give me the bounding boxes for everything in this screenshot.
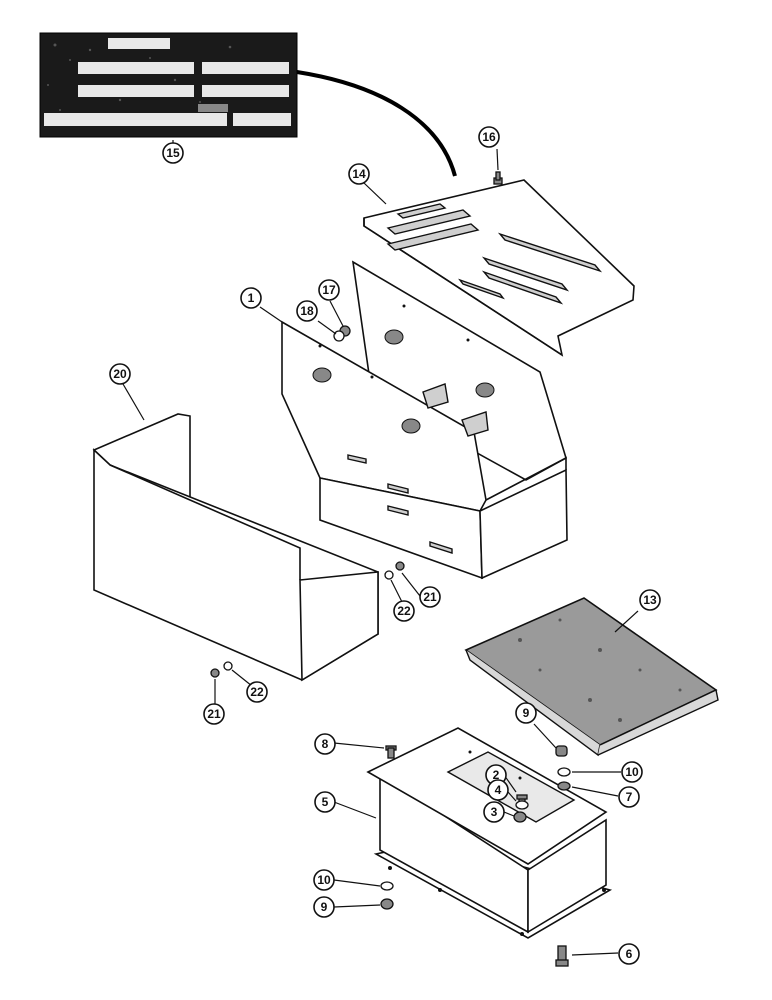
callout-18: 18	[296, 300, 318, 322]
svg-text:21: 21	[423, 590, 437, 604]
decal-plate	[39, 32, 298, 138]
svg-text:18: 18	[300, 304, 314, 318]
side-shield	[92, 413, 379, 682]
svg-text:8: 8	[322, 737, 329, 751]
decal-leader	[296, 70, 457, 177]
svg-text:10: 10	[625, 765, 639, 779]
svg-text:17: 17	[322, 283, 336, 297]
svg-text:2: 2	[493, 768, 500, 782]
callout-14: 14	[348, 163, 370, 185]
top-cover	[363, 179, 635, 357]
callout-balloons: 15 16 14 1 17 18 20 21	[109, 126, 661, 965]
callout-9-left: 9	[313, 896, 335, 918]
battery-box	[281, 260, 568, 580]
callout-17: 17	[318, 279, 340, 301]
svg-text:6: 6	[626, 947, 633, 961]
leader-lines	[122, 140, 639, 956]
callout-21-lower: 21	[203, 703, 225, 725]
svg-text:9: 9	[523, 706, 530, 720]
callout-22-upper: 22	[393, 600, 415, 622]
battery-base	[366, 727, 613, 939]
svg-text:3: 3	[491, 805, 498, 819]
callout-10-right: 10	[621, 761, 643, 783]
svg-text:9: 9	[321, 900, 328, 914]
hardware	[210, 171, 571, 967]
callout-21-upper: 21	[419, 586, 441, 608]
svg-text:7: 7	[626, 790, 633, 804]
callout-15: 15	[162, 142, 184, 164]
svg-text:22: 22	[397, 604, 411, 618]
svg-text:4: 4	[495, 783, 502, 797]
svg-text:16: 16	[482, 130, 496, 144]
svg-text:21: 21	[207, 707, 221, 721]
callout-5: 5	[314, 791, 336, 813]
callout-4: 4	[487, 779, 509, 801]
svg-text:5: 5	[322, 795, 329, 809]
callout-1: 1	[240, 287, 262, 309]
svg-text:10: 10	[317, 873, 331, 887]
callout-3: 3	[483, 801, 505, 823]
callout-8: 8	[314, 733, 336, 755]
svg-text:20: 20	[113, 367, 127, 381]
battery-pad	[464, 597, 719, 757]
callout-22-lower: 22	[246, 681, 268, 703]
callout-13: 13	[639, 589, 661, 611]
callout-7: 7	[618, 786, 640, 808]
callout-16: 16	[478, 126, 500, 148]
svg-text:14: 14	[352, 167, 366, 181]
svg-text:1: 1	[248, 291, 255, 305]
svg-text:13: 13	[643, 593, 657, 607]
callout-9-right: 9	[515, 702, 537, 724]
callout-20: 20	[109, 363, 131, 385]
svg-text:22: 22	[250, 685, 264, 699]
callout-10-left: 10	[313, 869, 335, 891]
callout-6: 6	[618, 943, 640, 965]
svg-text:15: 15	[166, 146, 180, 160]
